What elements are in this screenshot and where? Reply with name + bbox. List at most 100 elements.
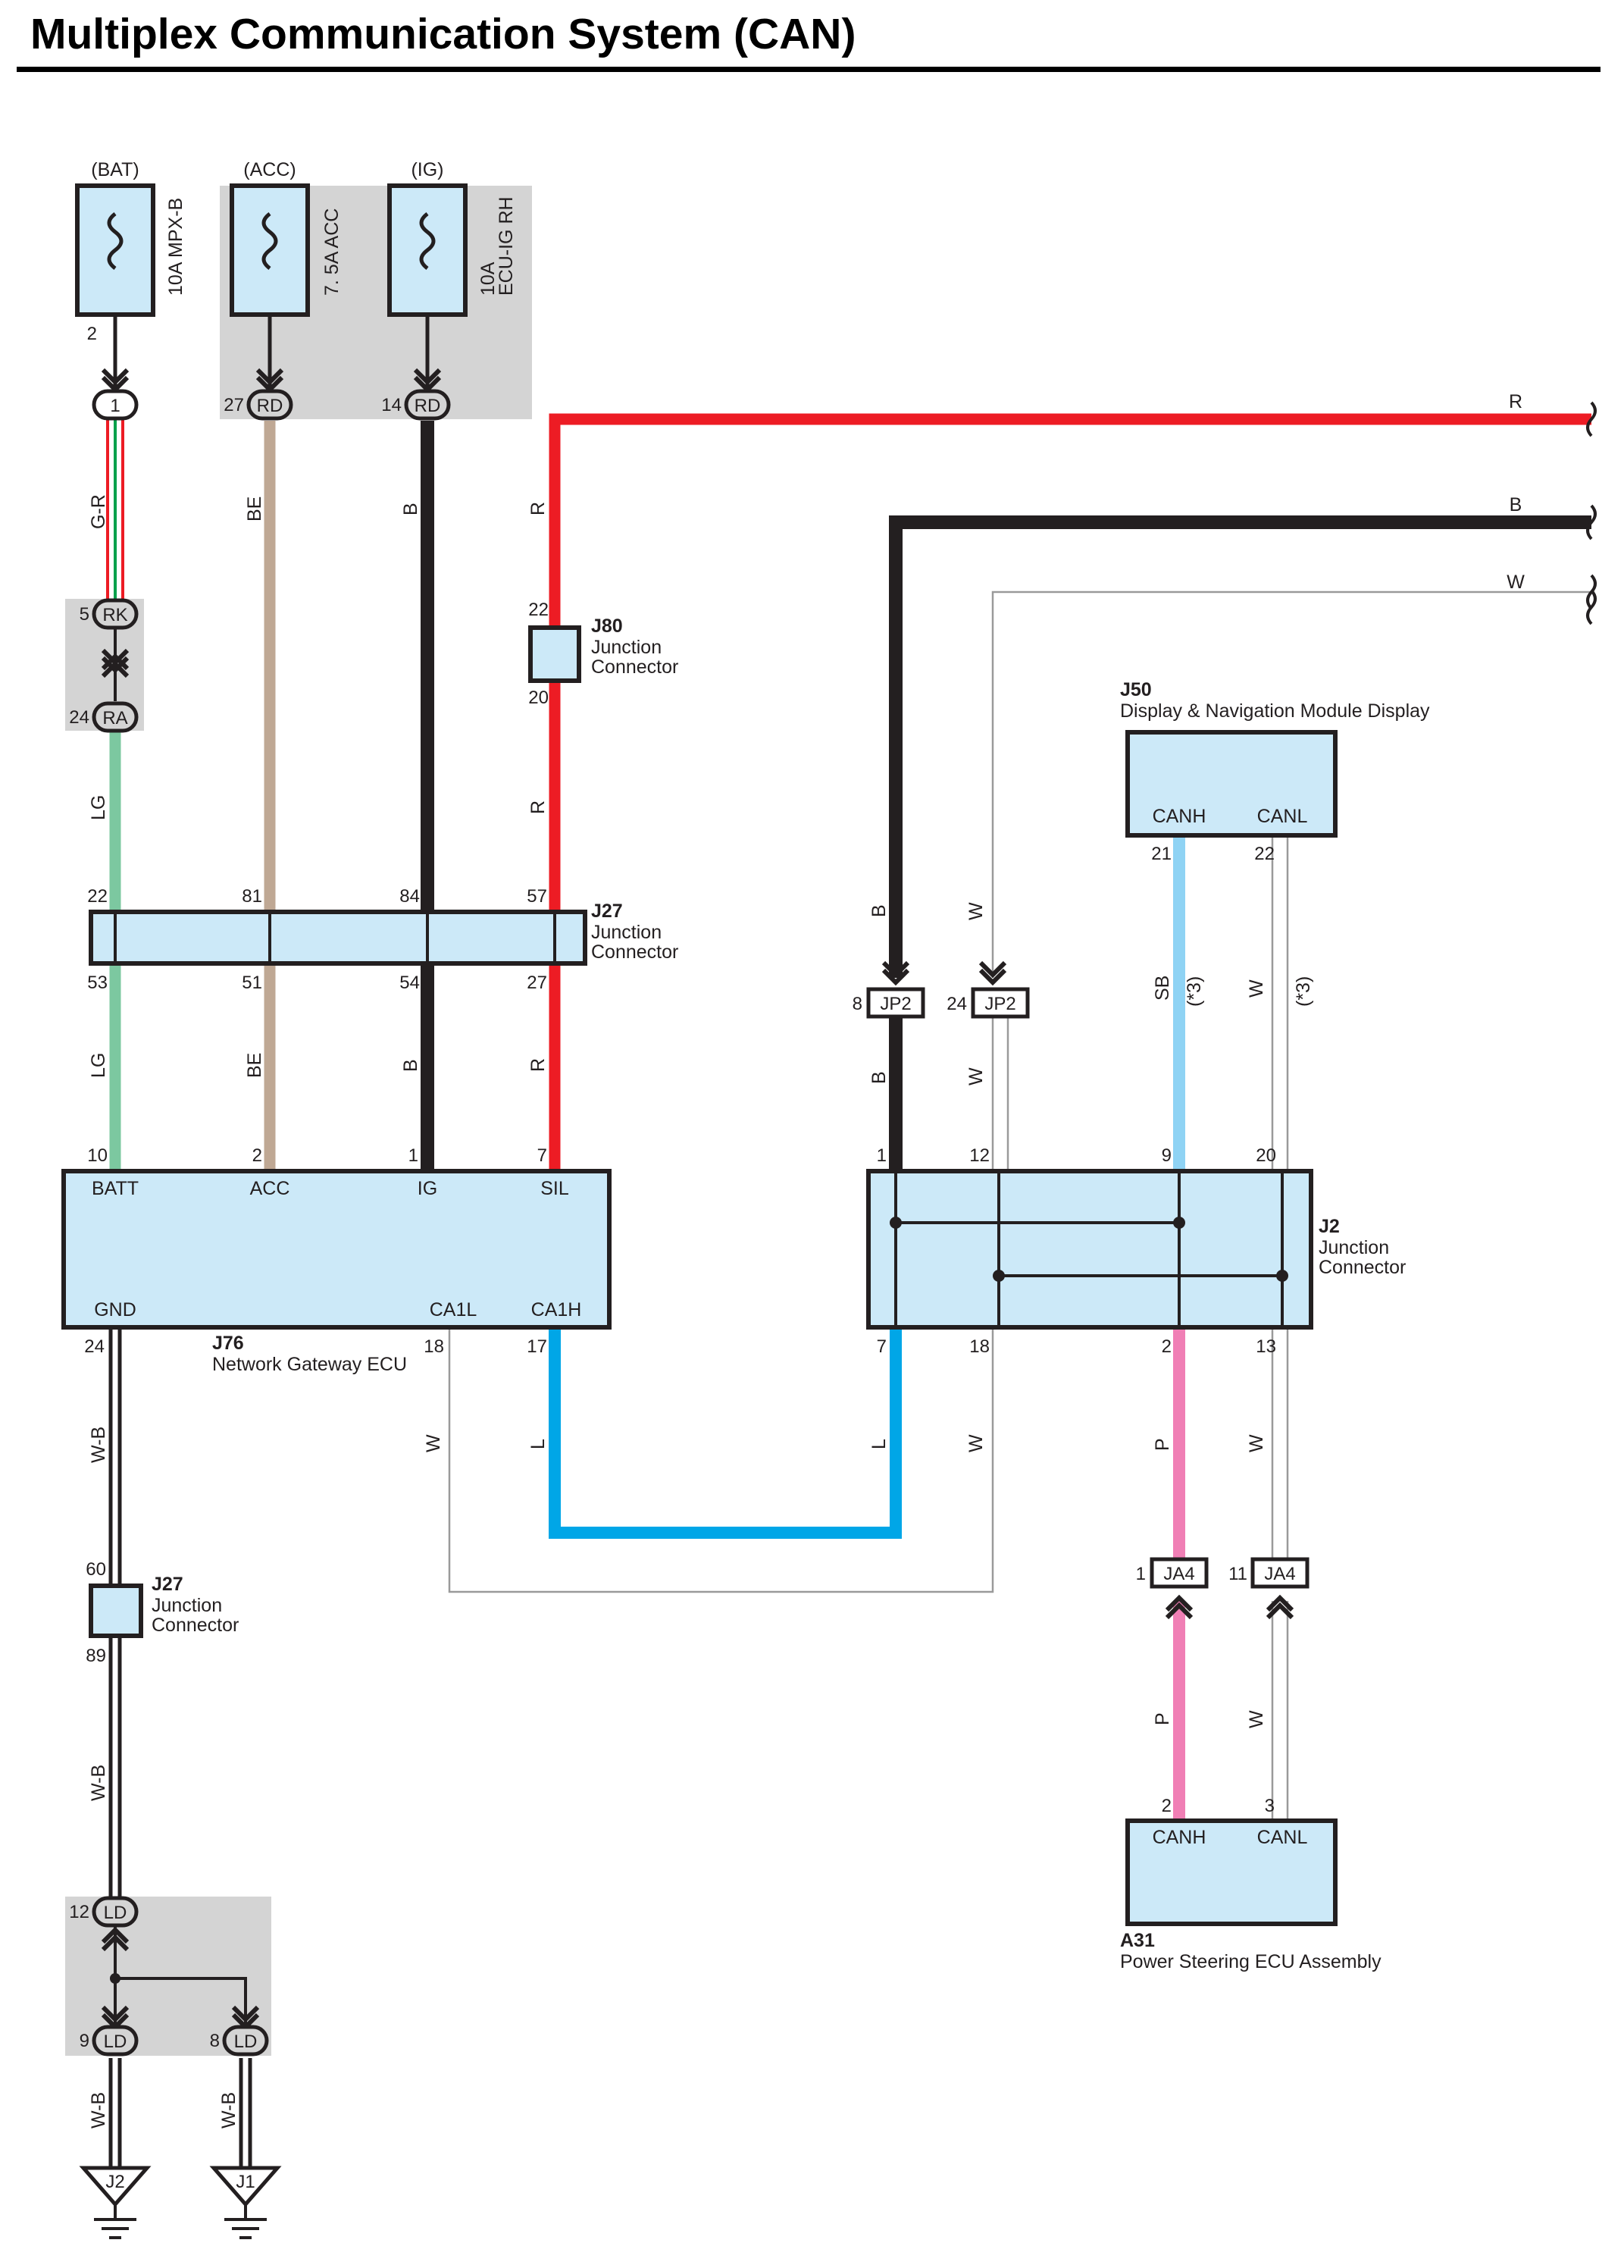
svg-text:JA4: JA4 [1163, 1564, 1194, 1584]
pin-acc-27: 27 [224, 395, 244, 415]
fuse-acc-name: 7. 5A ACC [321, 208, 343, 296]
wc-w5: W [965, 1434, 987, 1452]
wc-wb4: W-B [218, 2092, 239, 2129]
svg-text:JP2: JP2 [880, 994, 911, 1014]
conn-rd-acc: RD [246, 389, 293, 421]
j27b-name-1: Junction [152, 1595, 222, 1616]
wc-l1: L [527, 1439, 549, 1449]
j27-id: J27 [591, 901, 623, 922]
wire-b-right [889, 515, 1591, 978]
j50-id: J50 [1120, 679, 1152, 700]
label-bat: (BAT) [91, 159, 139, 180]
wire-w-ca1l [448, 1327, 994, 1593]
wire-w-right [991, 590, 1591, 978]
a31-box [1125, 1818, 1338, 1926]
j2-id: J2 [1319, 1216, 1340, 1237]
wc-r1: R [527, 502, 549, 515]
conn-ld-9: LD [92, 2025, 139, 2057]
svg-text:LD: LD [104, 2031, 127, 2052]
pin-j76-10: 10 [87, 1145, 108, 1166]
j50-pin-canh: CANH [1153, 806, 1206, 827]
svg-text:J1: J1 [236, 2172, 255, 2192]
j80-name-2: Connector [591, 656, 678, 678]
a31-pin-canl: CANL [1257, 1827, 1308, 1848]
j76-pin-gnd: GND [94, 1299, 136, 1320]
conn-ja4-a: JA4 [1150, 1557, 1209, 1589]
wc-w7: W [1246, 1710, 1267, 1728]
conn-ld-12: LD [92, 1896, 139, 1928]
ground-j1: J1 [209, 2166, 282, 2239]
wc-star3a: (*3) [1184, 976, 1205, 1007]
svg-text:J2: J2 [105, 2172, 124, 2192]
wc-be2: BE [244, 1053, 265, 1078]
wc-be1: BE [244, 497, 265, 522]
wc-b2: B [400, 1059, 421, 1072]
j27-name-1: Junction [591, 922, 662, 943]
pin-ld-12: 12 [69, 1902, 89, 1922]
svg-text:RD: RD [415, 396, 441, 416]
ground-j2: J2 [79, 2166, 152, 2239]
pin-j27b-60: 60 [86, 1559, 106, 1580]
label-acc: (ACC) [243, 159, 296, 180]
wire-l [549, 1327, 902, 1539]
a31-pin-canh: CANH [1153, 1827, 1206, 1848]
wc-w3: W [1246, 979, 1267, 998]
wc-w2: W [965, 1067, 987, 1085]
wc-lg1: LG [88, 795, 109, 820]
wc-l2: L [868, 1439, 890, 1449]
pin-j2-12: 12 [969, 1145, 990, 1166]
wc-p1: P [1152, 1438, 1173, 1451]
wire-g-r [106, 415, 124, 599]
a31-id: A31 [1120, 1930, 1155, 1951]
pin-j27-22: 22 [87, 886, 108, 907]
j76-pin-ig: IG [418, 1178, 437, 1199]
svg-text:RD: RD [257, 396, 283, 416]
wc-w6: W [1246, 1434, 1267, 1452]
j76-pin-sil: SIL [540, 1178, 569, 1199]
pin-j76-17: 17 [527, 1336, 547, 1357]
pin-j76-2: 2 [252, 1145, 262, 1166]
pin-j76-1: 1 [408, 1145, 418, 1166]
fuse-ig-name-1: 10A [477, 262, 499, 296]
svg-text:JA4: JA4 [1264, 1564, 1295, 1584]
wc-w1: W [965, 902, 987, 920]
fuse-acc [230, 183, 310, 387]
pin-j2-18: 18 [969, 1336, 990, 1357]
pin-j50-21: 21 [1151, 844, 1172, 864]
title-rule [17, 67, 1601, 72]
pin-j27-57: 57 [527, 886, 547, 907]
pin-jp2-24: 24 [947, 994, 967, 1014]
wc-right-r: R [1509, 391, 1522, 412]
pin-j2-20: 20 [1256, 1145, 1276, 1166]
a31-name: Power Steering ECU Assembly [1120, 1951, 1381, 1972]
wc-b1: B [400, 503, 421, 515]
conn-ra: RA [92, 701, 139, 733]
conn-jp2-b: JP2 [971, 987, 1030, 1019]
splice-ld [110, 1925, 247, 2025]
wc-lg2: LG [88, 1053, 109, 1078]
svg-text:1: 1 [110, 396, 120, 416]
pin-j2-13: 13 [1256, 1336, 1276, 1357]
pin-rk-5: 5 [80, 604, 89, 625]
fuse-bat [75, 183, 155, 387]
pin-j27-84: 84 [399, 886, 420, 907]
j2-name-2: Connector [1319, 1257, 1406, 1278]
svg-text:RK: RK [102, 605, 127, 625]
pin-j2-7: 7 [877, 1336, 887, 1357]
j27b-box [89, 1584, 143, 1638]
pin-j76-7: 7 [537, 1145, 547, 1166]
wc-p2: P [1152, 1712, 1173, 1725]
wc-right-w: W [1507, 572, 1525, 593]
pin-j76-18: 18 [424, 1336, 444, 1357]
wc-gr: G-R [88, 494, 109, 529]
wire-break-symbols [1586, 401, 1597, 625]
conn-1: 1 [92, 389, 139, 421]
fuse-bat-name: 10A MPX-B [165, 198, 186, 296]
j80-id: J80 [591, 616, 623, 637]
j76-pin-ca1h: CA1H [531, 1299, 582, 1320]
wc-right-b: B [1510, 494, 1522, 515]
conn-ja4-b: JA4 [1250, 1557, 1310, 1589]
pin-ld-8: 8 [210, 2031, 220, 2051]
pin-j27-51: 51 [242, 973, 262, 993]
